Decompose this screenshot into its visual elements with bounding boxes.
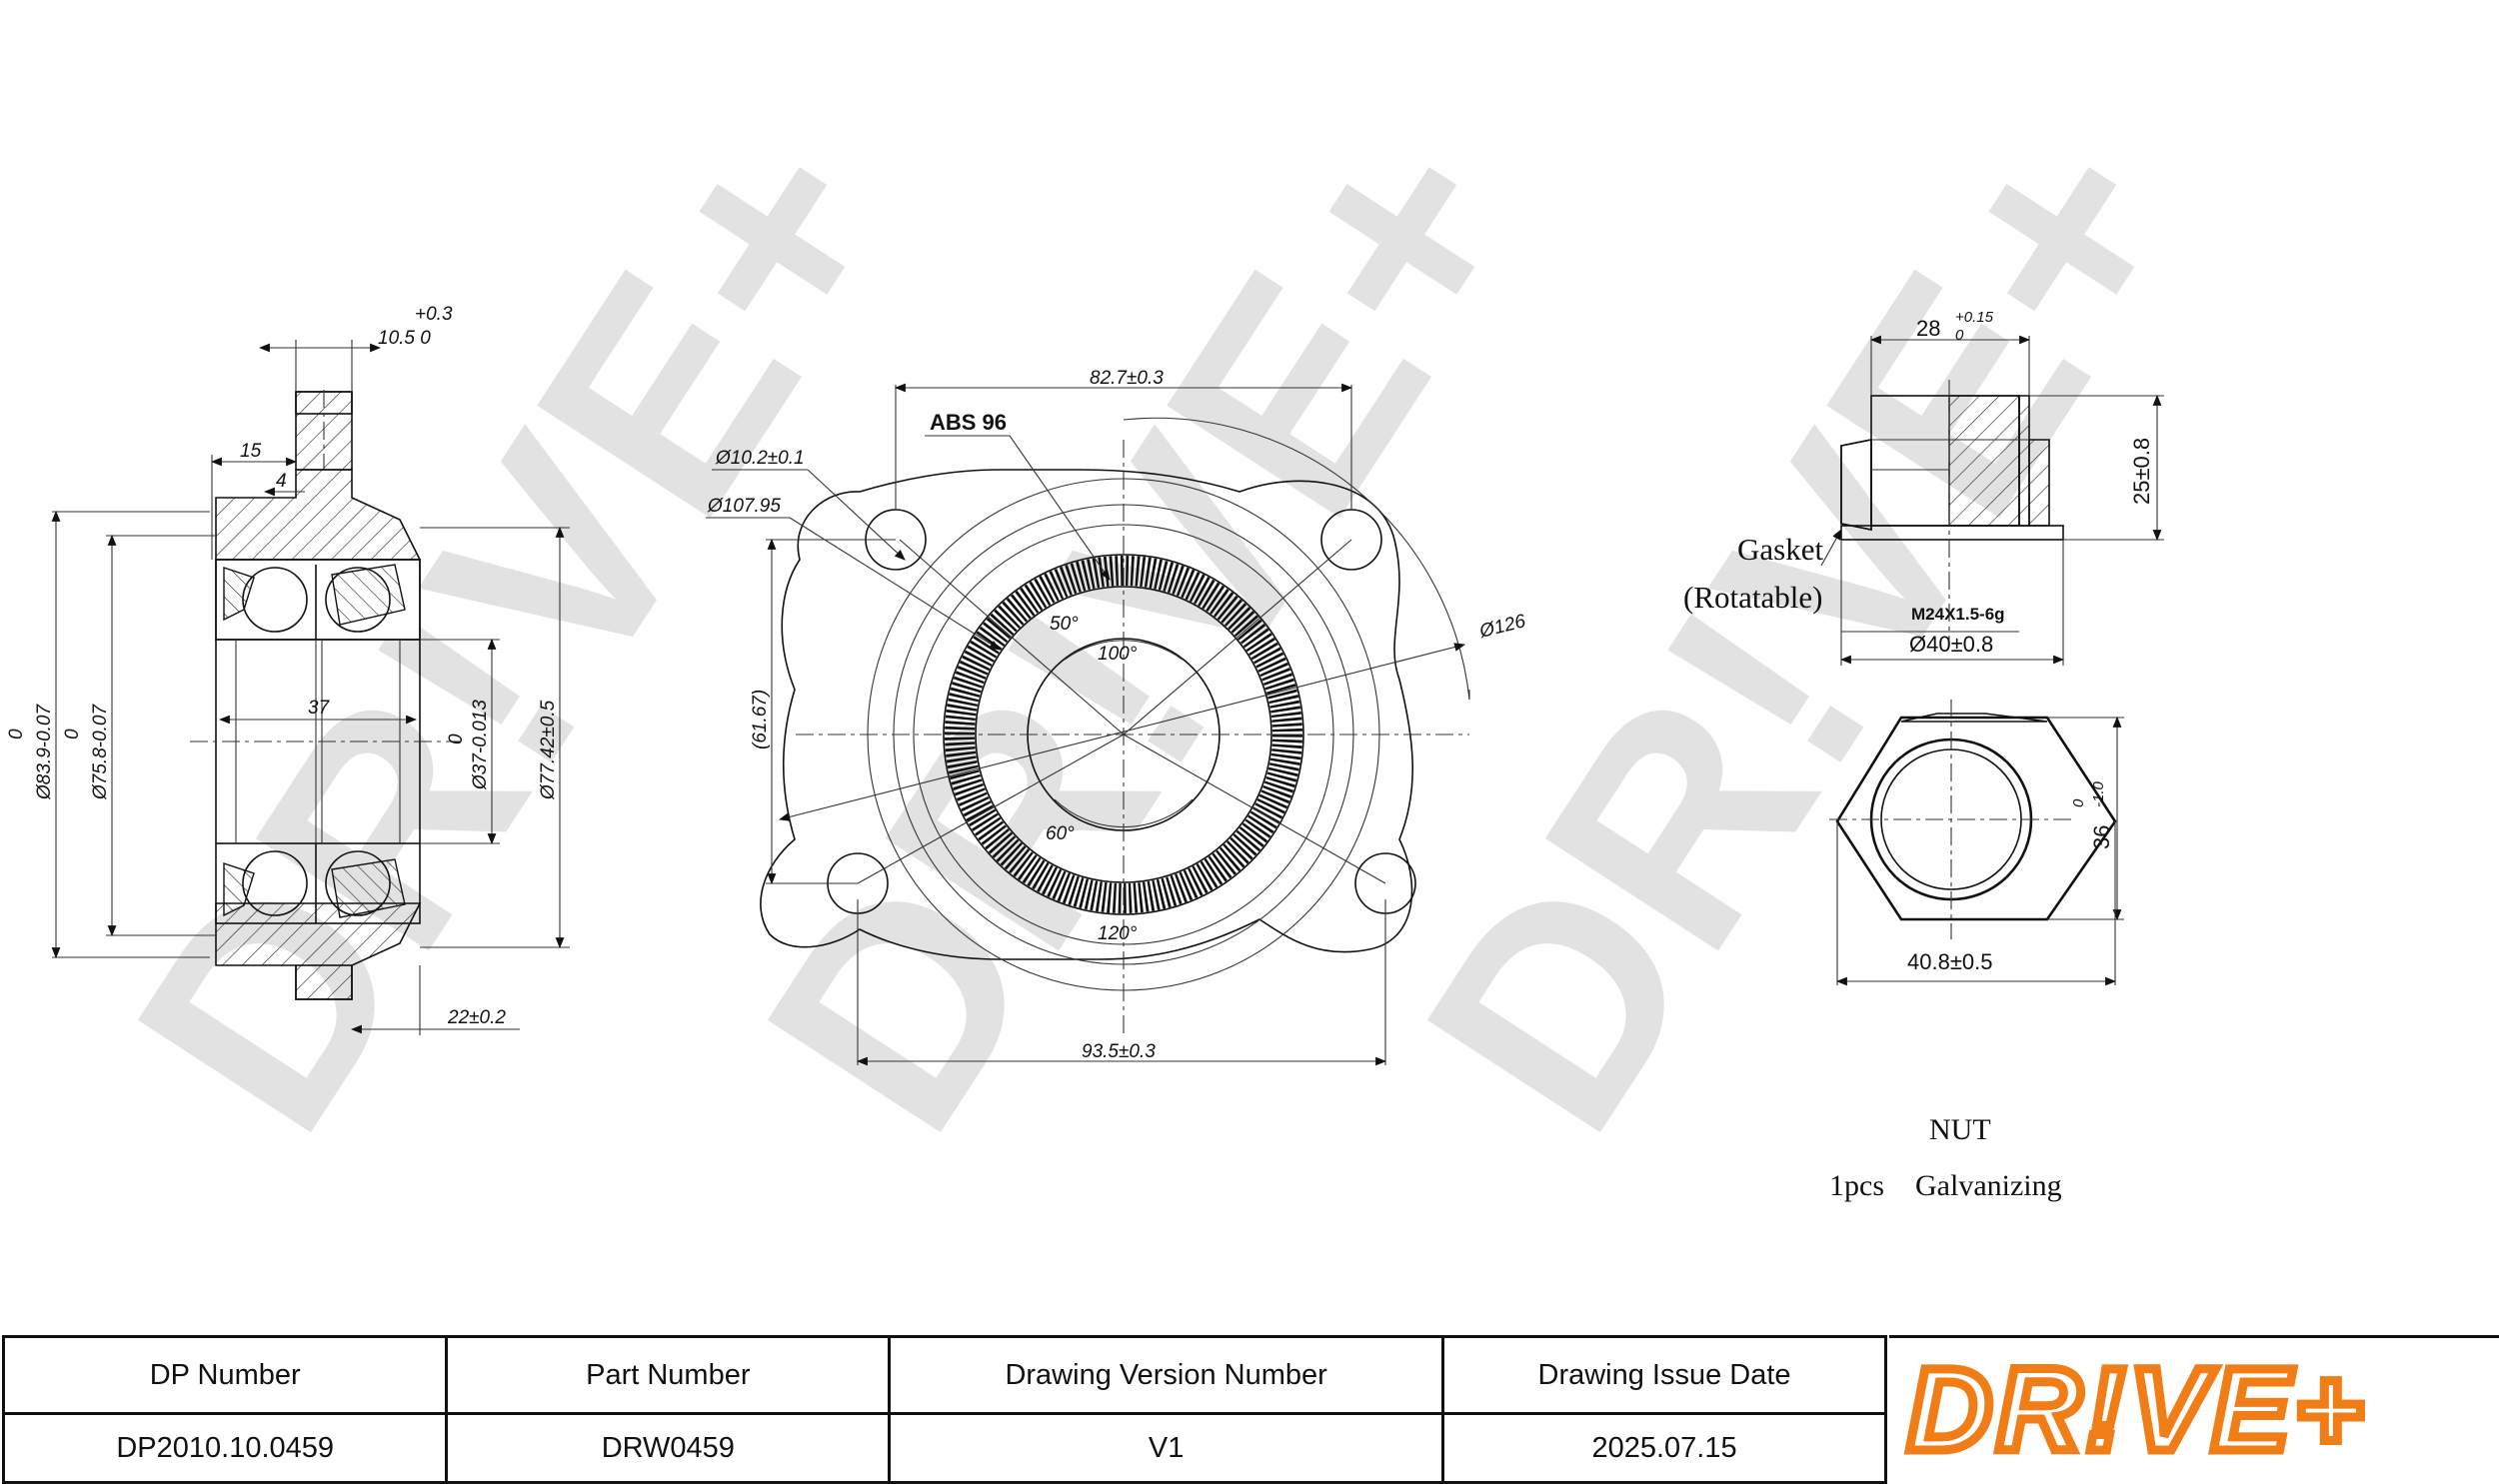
dim-126: Ø126 — [1476, 611, 1528, 643]
dim-bore: Ø37-0.013 — [470, 700, 491, 790]
flange-front-view: 82.7±0.3 ABS 96 Ø10.2±0.1 Ø107.95 (61.67… — [706, 368, 1528, 1066]
title-block-table: DP Number Part Number Drawing Version Nu… — [1, 1335, 1887, 1484]
nut-side-view: 28 +0.15 0 25±0.8 Gasket (Rotatable) M24… — [1683, 309, 2164, 666]
value-part-number: DRW0459 — [445, 1412, 892, 1484]
dim-nut-28-tol-lower: 0 — [1955, 327, 1964, 344]
angle-50: 50° — [1050, 614, 1079, 635]
dim-width-top-tol: +0.3 — [415, 304, 453, 325]
value-issue-date: 2025.07.15 — [1441, 1412, 1887, 1484]
value-dp-number: DP2010.10.0459 — [1, 1412, 449, 1484]
brand-logo: DR!VE+ — [1889, 1335, 2499, 1481]
dim-37: 37 — [308, 698, 331, 719]
dim-id: Ø75.8-0.07 — [90, 704, 111, 800]
angle-60: 60° — [1046, 823, 1075, 844]
dim-flange-bottom: 93.5±0.3 — [1082, 1041, 1156, 1062]
dim-nut-thread: M24X1.5-6g — [1911, 605, 2005, 624]
dim-outer: Ø77.42±0.5 — [538, 700, 559, 800]
dim-nut-28-tol-upper: +0.15 — [1955, 309, 1994, 326]
dim-od: Ø83.9-0.07 — [34, 704, 55, 800]
dim-nut-40: Ø40±0.8 — [1909, 632, 1993, 657]
header-dp-number: DP Number — [1, 1335, 449, 1415]
note-nut-finish: Galvanizing — [1915, 1169, 2062, 1202]
dim-nut-28: 28 — [1916, 316, 1940, 341]
dim-width-bottom: 22±0.2 — [447, 1007, 506, 1028]
bearing-section-view: +0.3 10.5 0 15 4 37 0 Ø83.9-0.07 0 Ø75.8… — [6, 304, 570, 1035]
dim-hole: Ø10.2±0.1 — [715, 448, 805, 469]
header-part-number: Part Number — [445, 1335, 892, 1415]
dim-bore-tol: 0 — [446, 734, 467, 744]
dim-nut-25: 25±0.8 — [2129, 438, 2154, 505]
angle-120: 120° — [1098, 923, 1138, 944]
brand-logo-text: DR!VE+ — [1907, 1344, 2367, 1476]
dim-pcd: Ø107.95 — [707, 496, 781, 517]
dim-id-tol: 0 — [62, 729, 83, 740]
dim-nut-36-tol-upper: 0 — [2070, 798, 2087, 807]
dim-nut-36: 36 — [2089, 825, 2114, 849]
note-nut-qty: 1pcs — [1829, 1169, 1884, 1202]
dim-flange-top: 82.7±0.3 — [1090, 368, 1164, 389]
header-issue-date: Drawing Issue Date — [1441, 1335, 1887, 1415]
dim-4: 4 — [276, 471, 287, 492]
brand-logo-svg: DR!VE+ — [1903, 1340, 2368, 1481]
nut-top-view: 36 0 -1.0 40.8±0.5 NUT 1pcs Galvanizing — [1829, 700, 2124, 1202]
title-block: DP Number Part Number Drawing Version Nu… — [0, 1335, 2499, 1484]
dim-15: 15 — [240, 441, 262, 462]
note-nut-title: NUT — [1929, 1113, 1991, 1146]
label-gasket: Gasket — [1737, 532, 1823, 567]
header-drawing-version: Drawing Version Number — [888, 1335, 1445, 1415]
label-rotatable: (Rotatable) — [1683, 580, 1822, 615]
dim-width-top: 10.5 0 — [378, 328, 431, 349]
label-abs: ABS 96 — [930, 410, 1007, 435]
dim-od-tol: 0 — [6, 729, 27, 740]
dim-nut-36-tol-lower: -1.0 — [2090, 780, 2107, 807]
dim-nut-408: 40.8±0.5 — [1907, 949, 1992, 974]
dim-height: (61.67) — [750, 690, 771, 749]
value-drawing-version: V1 — [888, 1412, 1445, 1484]
angle-100: 100° — [1098, 644, 1138, 665]
